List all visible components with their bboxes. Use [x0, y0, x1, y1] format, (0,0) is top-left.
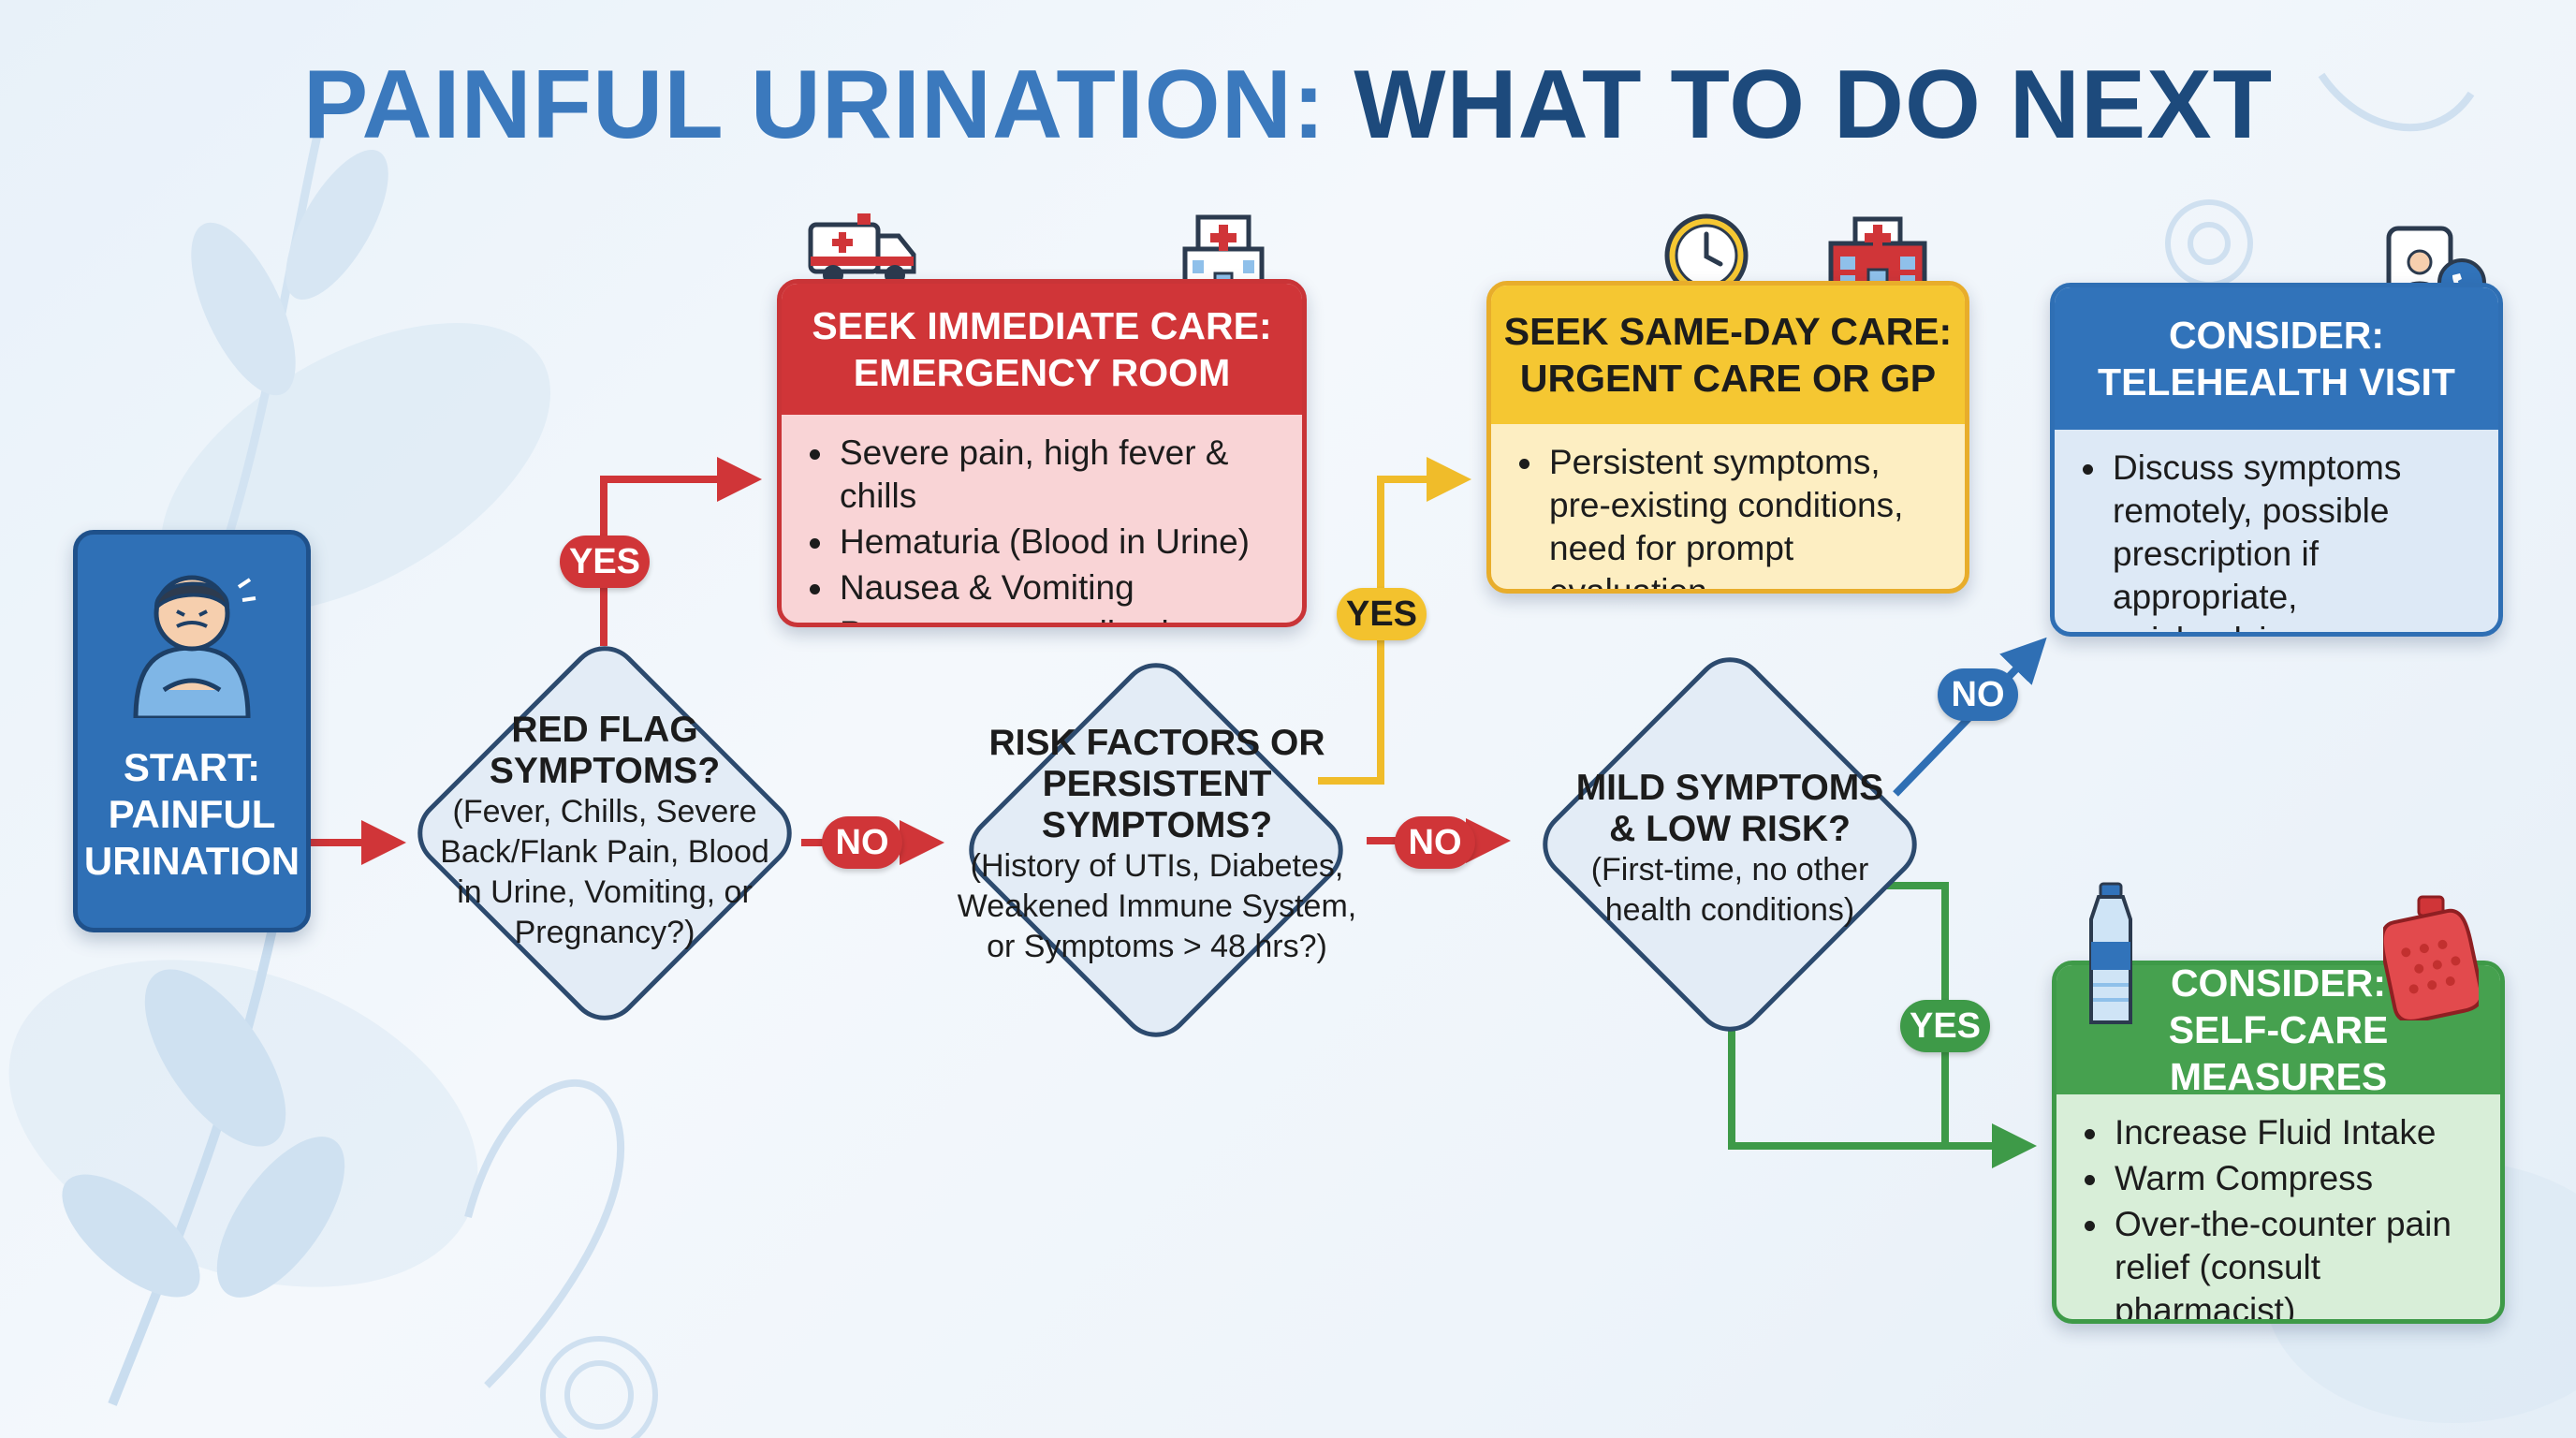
decision3-yes-badge: YES [1900, 1000, 1990, 1052]
decision3-question: MILD SYMPTOMS & LOW RISK? [1575, 768, 1884, 849]
emergency-room-header: SEEK IMMEDIATE CARE: EMERGENCY ROOM [782, 284, 1302, 415]
decision1-diamond [417, 646, 792, 1020]
self-care-list: Increase Fluid Intake Warm Compress Over… [2056, 1094, 2500, 1319]
decision3-text: MILD SYMPTOMS & LOW RISK? (First-time, n… [1535, 768, 1925, 931]
list-item: Nausea & Vomiting [810, 566, 1280, 609]
arrow-decision1-yes [600, 457, 762, 646]
urgent-care-header: SEEK SAME-DAY CARE: URGENT CARE OR GP [1491, 286, 1965, 424]
telehealth-header: CONSIDER: TELEHEALTH VISIT [2055, 287, 2498, 430]
decision1-yes-badge: YES [560, 536, 650, 588]
decision2-yes-badge: YES [1337, 588, 1427, 640]
start-label: START: PAINFUL URINATION [83, 745, 300, 883]
telehealth-card: CONSIDER: TELEHEALTH VISIT Discuss sympt… [2050, 283, 2503, 637]
person-in-pain-icon [133, 575, 256, 718]
water-bottle-icon [2089, 882, 2132, 1024]
decision3-detail: (First-time, no other health conditions) [1590, 852, 1869, 928]
decision2-no-badge: NO [1395, 816, 1475, 869]
decision3-diamond [1543, 657, 1917, 1032]
urgent-care-list: Persistent symptoms, pre-existing condit… [1491, 424, 1965, 589]
decision2-question: RISK FACTORS OR PERSISTENT SYMPTOMS? [988, 723, 1325, 845]
list-item: Pregnancy complications [840, 612, 1280, 623]
emergency-room-card: SEEK IMMEDIATE CARE: EMERGENCY ROOM Seve… [777, 279, 1307, 627]
list-item: Over-the-counter pain relief (consult ph… [2085, 1203, 2478, 1319]
decision1-question: RED FLAG SYMPTOMS? [489, 710, 721, 791]
title-part-1: PAINFUL URINATION: [302, 51, 1326, 159]
list-item: Persistent symptoms, pre-existing condit… [1519, 441, 1942, 589]
self-care-card: CONSIDER: SELF-CARE MEASURES Increase Fl… [2052, 961, 2505, 1324]
list-item: Increase Fluid Intake [2085, 1111, 2478, 1154]
clock-icon [1664, 213, 1749, 298]
decision2-text: RISK FACTORS OR PERSISTENT SYMPTOMS? (Hi… [955, 723, 1359, 967]
list-item: Hematuria (Blood in Urine) [810, 521, 1280, 564]
decision1-no-badge: NO [822, 816, 902, 869]
decision1-detail: (Fever, Chills, Severe Back/Flank Pain, … [440, 794, 769, 950]
list-item: Warm Compress [2085, 1157, 2478, 1200]
emergency-room-list: Severe pain, high fever & chills Hematur… [782, 415, 1302, 623]
urgent-care-card: SEEK SAME-DAY CARE: URGENT CARE OR GP Pe… [1486, 281, 1969, 594]
list-item: Discuss symptoms remotely, possible pres… [2083, 447, 2476, 632]
list-item: Severe pain, high fever & chills [810, 432, 1280, 518]
decision1-text: RED FLAG SYMPTOMS? (Fever, Chills, Sever… [412, 710, 798, 953]
arrow-decision3-yes [1728, 882, 2014, 1146]
telehealth-list: Discuss symptoms remotely, possible pres… [2055, 430, 2498, 632]
hot-water-bottle-icon [2383, 895, 2479, 1020]
start-box: START: PAINFUL URINATION [73, 530, 311, 932]
decision3-no-badge: NO [1938, 668, 2018, 721]
decision2-diamond [969, 663, 1343, 1037]
decision2-detail: (History of UTIs, Diabetes, Weakened Imm… [957, 848, 1357, 964]
title-part-2: WHAT TO DO NEXT [1354, 51, 2274, 159]
page-title: PAINFUL URINATION: WHAT TO DO NEXT [0, 49, 2576, 161]
